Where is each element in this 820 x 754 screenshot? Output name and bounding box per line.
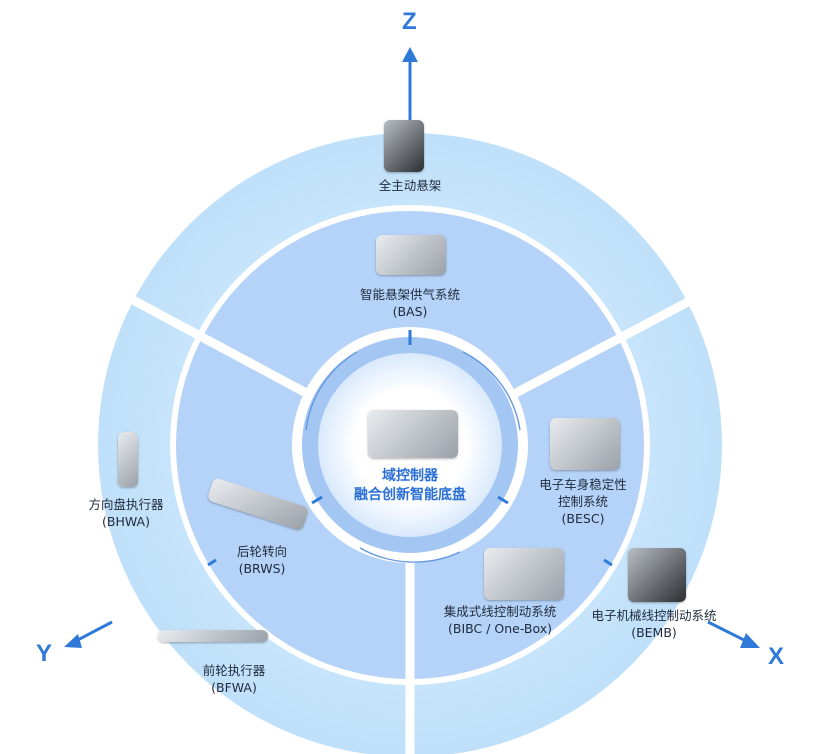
component-name-2: 控制系统 xyxy=(557,494,609,509)
component-name: 后轮转向 xyxy=(236,544,288,559)
label-bibc: 集成式线控制动系统 (BIBC / One-Box) xyxy=(444,603,557,637)
besc-image xyxy=(550,418,620,470)
bfwa-image xyxy=(158,630,268,642)
center-subtitle: 融合创新智能底盘 xyxy=(354,487,466,503)
label-bfwa: 前轮执行器 (BFWA) xyxy=(203,662,266,696)
bibc-image xyxy=(484,548,564,600)
center-label: 域控制器 融合创新智能底盘 xyxy=(354,467,466,505)
component-name: 集成式线控制动系统 xyxy=(443,604,557,619)
label-besc: 电子车身稳定性 控制系统 (BESC) xyxy=(539,476,627,527)
label-brws: 后轮转向 (BRWS) xyxy=(237,543,287,577)
component-code: (BESC) xyxy=(561,511,605,526)
component-code: (BAS) xyxy=(392,304,428,319)
label-active-suspension: 全主动悬架 xyxy=(379,177,442,194)
ring-ticks xyxy=(207,330,613,567)
bhwa-image xyxy=(118,432,138,487)
domain-controller-image xyxy=(368,410,458,458)
component-code: (BRWS) xyxy=(238,561,286,576)
component-name: 全主动悬架 xyxy=(378,178,442,193)
bemb-image xyxy=(628,548,686,602)
rotation-arrows xyxy=(305,351,521,563)
axis-x-label: X xyxy=(768,643,785,670)
component-name: 方向盘执行器 xyxy=(88,497,164,512)
component-code: (BHWA) xyxy=(102,514,150,529)
segment-dividers xyxy=(102,281,723,754)
axis-z-label: Z xyxy=(402,8,417,35)
label-bhwa: 方向盘执行器 (BHWA) xyxy=(88,496,163,530)
active-suspension-image xyxy=(384,120,424,172)
label-bas: 智能悬架供气系统 (BAS) xyxy=(360,286,460,320)
bas-image xyxy=(376,235,446,275)
component-code: (BFWA) xyxy=(211,680,257,695)
component-code: (BIBC / One-Box) xyxy=(447,621,553,636)
component-name: 智能悬架供气系统 xyxy=(359,287,461,302)
component-name: 电子机械线控制动系统 xyxy=(591,608,717,623)
component-name: 电子车身稳定性 xyxy=(539,477,627,492)
center-title: 域控制器 xyxy=(382,468,438,484)
component-code: (BEMB) xyxy=(631,625,677,640)
component-name: 前轮执行器 xyxy=(202,663,266,678)
axis-y-label: Y xyxy=(36,640,53,667)
label-bemb: 电子机械线控制动系统 (BEMB) xyxy=(591,607,716,641)
